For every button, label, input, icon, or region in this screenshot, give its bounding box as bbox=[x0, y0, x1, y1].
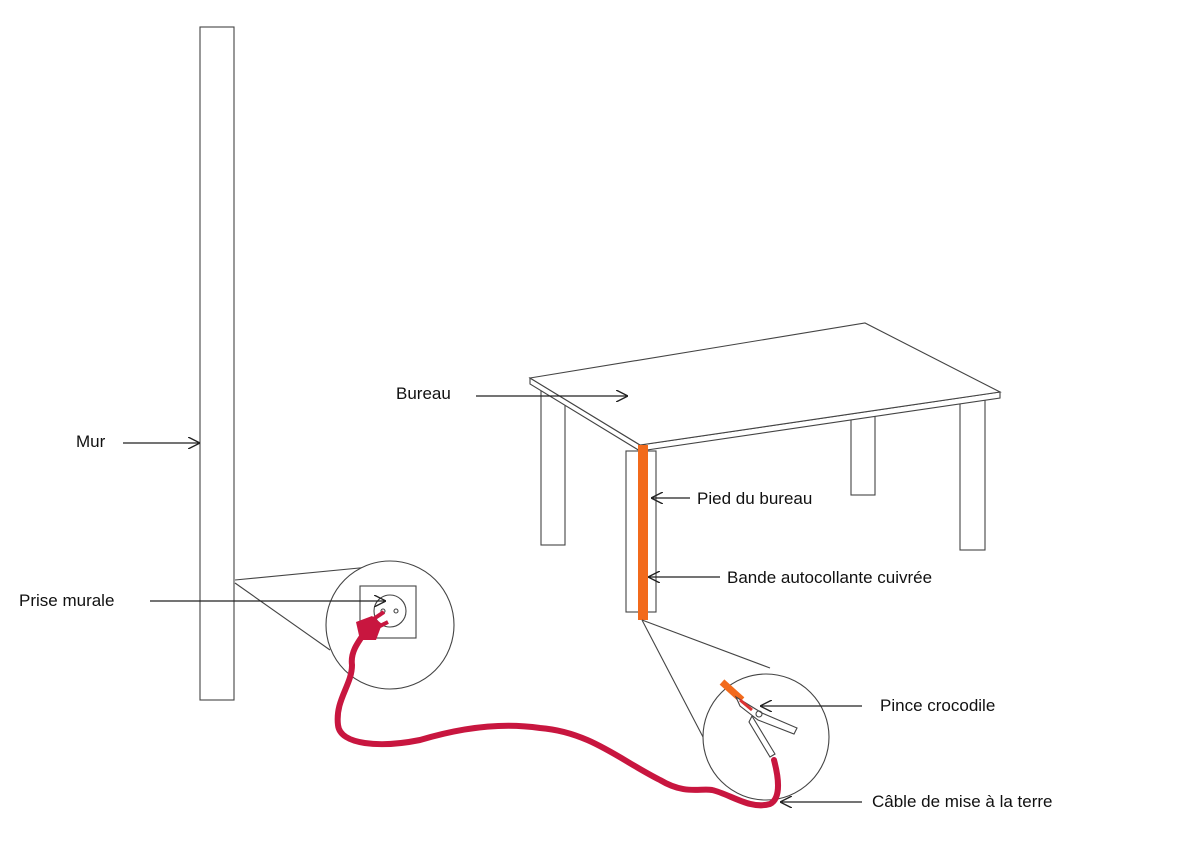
wall-socket-label: Prise murale bbox=[19, 591, 115, 610]
crocodile-clip bbox=[734, 695, 798, 758]
desk-top bbox=[528, 322, 1002, 446]
desk-label: Bureau bbox=[396, 384, 451, 403]
clip-zoom-circle bbox=[702, 673, 830, 801]
desk-leg-right bbox=[959, 397, 986, 551]
wall-label: Mur bbox=[76, 432, 106, 451]
crocodile-clip-label: Pince crocodile bbox=[880, 696, 996, 715]
desk-leg-label: Pied du bureau bbox=[697, 489, 813, 508]
wall bbox=[199, 26, 235, 701]
desk-leg-back-left bbox=[540, 387, 566, 546]
copper-tape-label: Bande autocollante cuivrée bbox=[727, 568, 933, 587]
copper-tape bbox=[638, 445, 648, 620]
ground-cable bbox=[334, 619, 781, 809]
ground-cable-label: Câble de mise à la terre bbox=[872, 792, 1053, 811]
desk-leg-back-right bbox=[850, 411, 876, 496]
